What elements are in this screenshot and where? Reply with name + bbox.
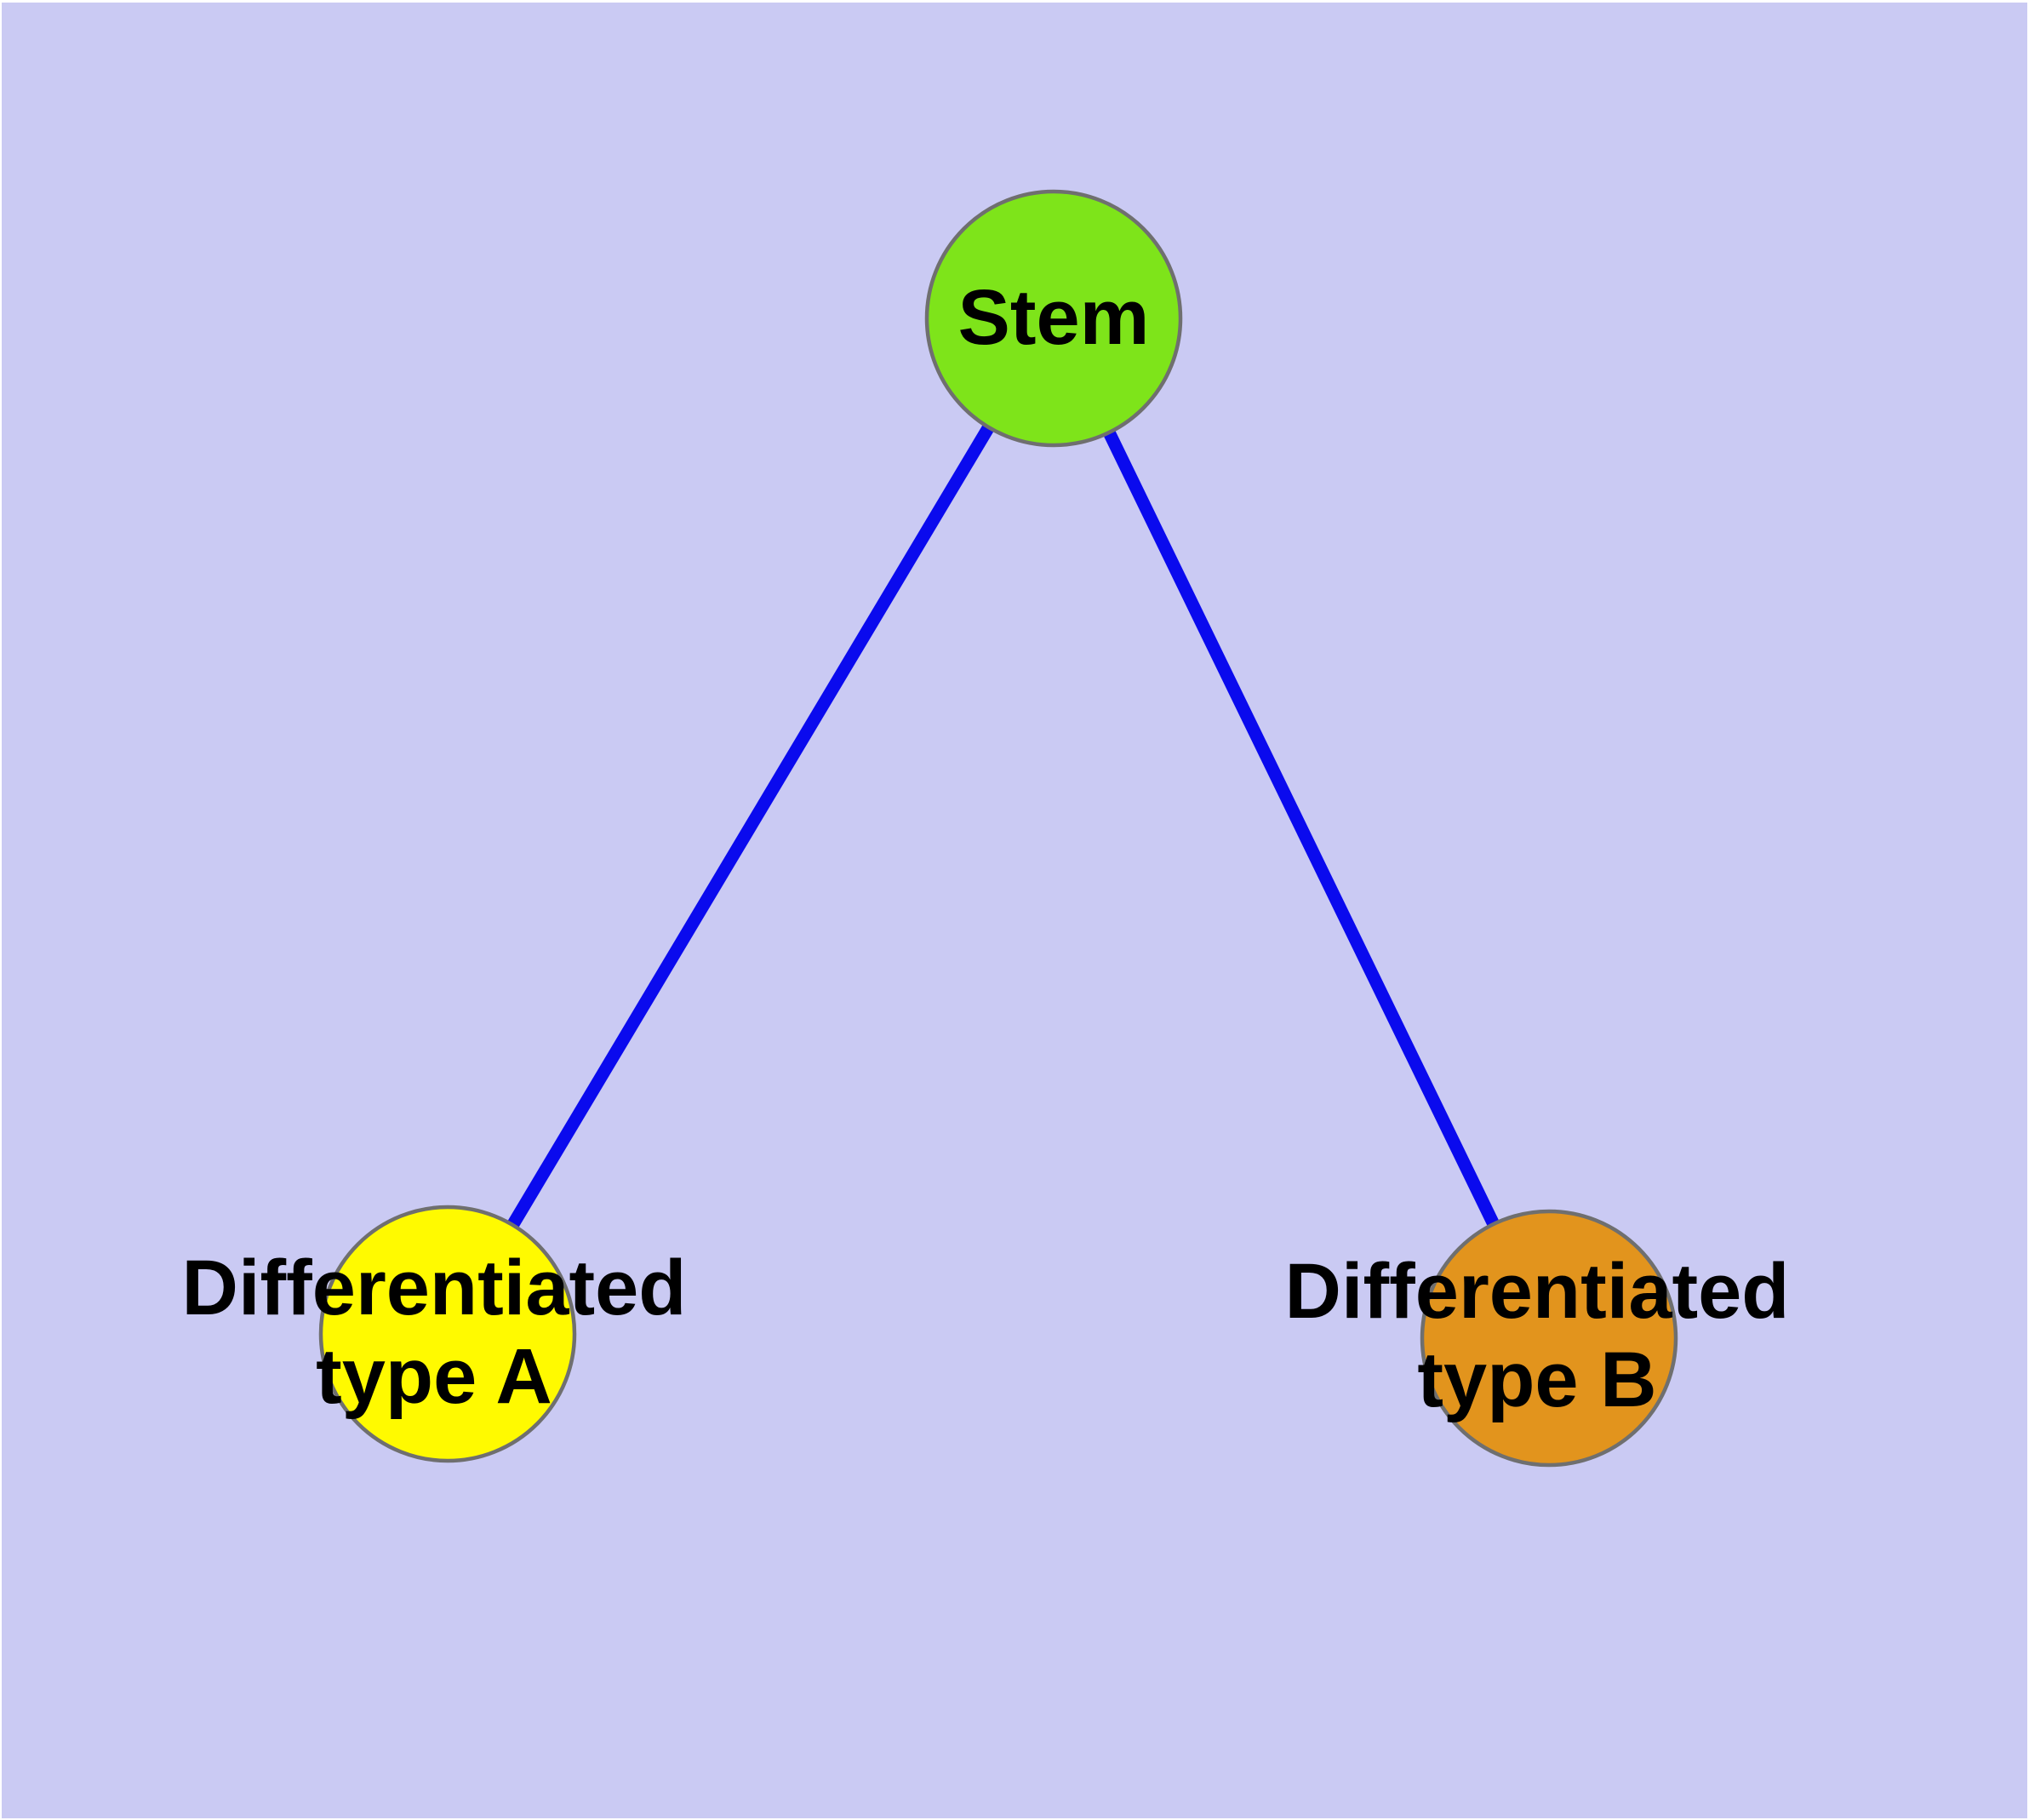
edge-stem-to-type-a bbox=[442, 315, 1060, 1337]
node-differentiated-type-b bbox=[1420, 1209, 1678, 1468]
edge-stem-to-type-b bbox=[1048, 315, 1555, 1342]
node-stem bbox=[924, 189, 1183, 448]
node-differentiated-type-a bbox=[318, 1205, 577, 1463]
